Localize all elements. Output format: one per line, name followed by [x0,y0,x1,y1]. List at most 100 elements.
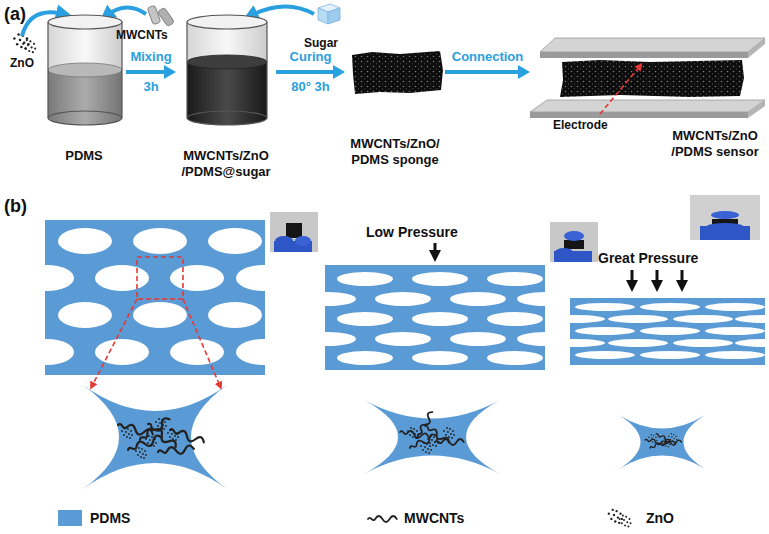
beaker [48,15,122,29]
flow-arrow [126,65,176,79]
photo-inset [555,248,573,256]
sensor [540,52,748,58]
junction-zoom [364,400,500,474]
porous-block [545,298,769,365]
porous-block [20,220,290,386]
pressure-arrow [434,243,437,256]
porous-block [325,265,545,370]
step-label: Mixing 3h [126,42,176,102]
junction-zoom [83,385,227,489]
beaker [187,62,267,118]
feed-arrow [106,7,146,16]
beaker [266,22,267,118]
legend-sample [619,515,632,528]
porous-block [735,315,765,323]
stage-caption: PDMS [42,148,126,164]
beaker [186,22,187,118]
photo-inset [564,240,584,249]
photo-inset [690,195,760,240]
photo-inset [270,212,318,252]
beaker [48,22,122,118]
pressure-arrow [631,270,634,286]
porous-block [412,312,468,326]
stage-caption: MWCNTs/ZnO /PDMS@sugar [176,148,276,180]
porous-block [575,351,635,359]
porous-block [640,351,700,359]
porous-block [640,327,700,335]
junction-zoom [661,438,670,447]
junction-zoom [420,442,432,454]
stage-label: MWCNTs/ZnO/ PDMS sponge [345,136,445,168]
beaker [187,15,267,29]
porous-block [705,303,765,311]
porous-block [375,292,431,306]
legend-label: PDMS [90,510,130,526]
photo-inset [690,195,760,240]
junction-zoom [407,427,419,439]
porous-block [337,351,393,365]
porous-block [337,312,393,326]
process-stage: PDMS [42,12,126,164]
sensor [748,100,765,118]
sensor [748,38,765,58]
stage-label: PDMS [42,148,126,164]
stage-label: MWCNTs/ZnO /PDMS sensor [665,128,765,160]
porous-block [487,272,543,286]
zno-powder [13,33,36,53]
porous-block [705,327,765,335]
process-stage: MWCNTs/ZnO /PDMS sensor [530,25,765,160]
feed-arrow [250,6,314,16]
junction-zoom [427,435,439,447]
annotation-label: ZnO [10,56,34,70]
porous-block [337,272,393,286]
porous-block [640,303,700,311]
porous-block [95,339,149,365]
beaker [48,15,122,125]
step-label: Curing 80° 3h [286,42,336,102]
sensor [530,100,765,112]
porous-block [570,315,605,323]
porous-block [673,339,733,347]
beaker [187,15,267,125]
porous-block [705,351,765,359]
photo-inset [711,211,739,219]
annotation-label: Sugar [304,36,338,50]
junction-zoom [121,427,133,439]
sensor [600,66,640,114]
beaker [187,55,267,69]
legend-label: ZnO [646,510,674,526]
arrow-head [333,65,345,79]
sensor [530,112,748,118]
junction-zoom [155,418,167,430]
legend-label: MWCNTs [404,510,464,526]
sugar-cube [318,4,340,24]
porous-block [517,292,545,306]
porous-block [236,265,265,291]
panel-letter: (b) [4,196,27,217]
junction-zoom [619,415,705,469]
porous-block [517,332,545,346]
beaker [187,111,267,125]
zno-powder [22,39,36,53]
beaker [187,22,267,118]
porous-block [170,265,224,291]
porous-block [236,339,265,365]
stage-label: MWCNTs/ZnO /PDMS@sugar [176,148,276,180]
junction-zoom [668,433,677,442]
annotation-label: MWCNTs [116,28,168,42]
porous-block [45,339,74,365]
porous-block [673,315,733,323]
porous-block [325,272,545,365]
sensor [530,38,765,118]
porous-block [58,302,112,328]
porous-block [325,332,356,346]
beaker [48,63,122,77]
junction-zoom [619,415,705,469]
junction-zoom [135,447,147,459]
junction-zoom [435,439,464,445]
porous-block [735,339,765,347]
porous-block [575,327,635,335]
